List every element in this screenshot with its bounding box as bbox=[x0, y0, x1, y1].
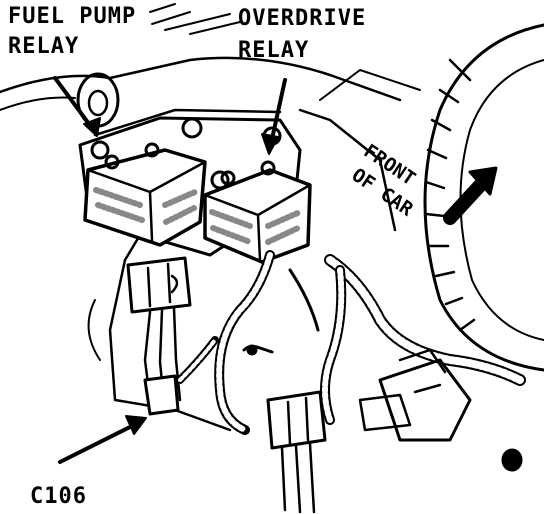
tire-outline bbox=[423, 23, 544, 372]
lower-right-hardware bbox=[242, 344, 523, 472]
c106-arrow bbox=[58, 415, 147, 464]
firewall-panel bbox=[0, 3, 421, 432]
overdrive-relay bbox=[203, 160, 312, 264]
fuel-pump-relay bbox=[83, 142, 207, 247]
lower-connector bbox=[266, 390, 327, 514]
c106-label: C106 bbox=[30, 484, 87, 509]
c106-connector bbox=[126, 256, 192, 416]
overdrive-relay-label-line2: RELAY bbox=[238, 38, 310, 63]
overdrive-relay-arrow bbox=[261, 78, 287, 155]
overdrive-relay-label-line1: OVERDRIVE bbox=[238, 6, 367, 31]
wiring-harness bbox=[176, 250, 526, 435]
fuel-pump-relay-arrow bbox=[53, 76, 101, 137]
fuel-pump-relay-label-line1: FUEL PUMP bbox=[8, 4, 137, 29]
fuel-pump-relay-label-line2: RELAY bbox=[8, 34, 80, 59]
front-of-car-arrow bbox=[443, 166, 498, 225]
